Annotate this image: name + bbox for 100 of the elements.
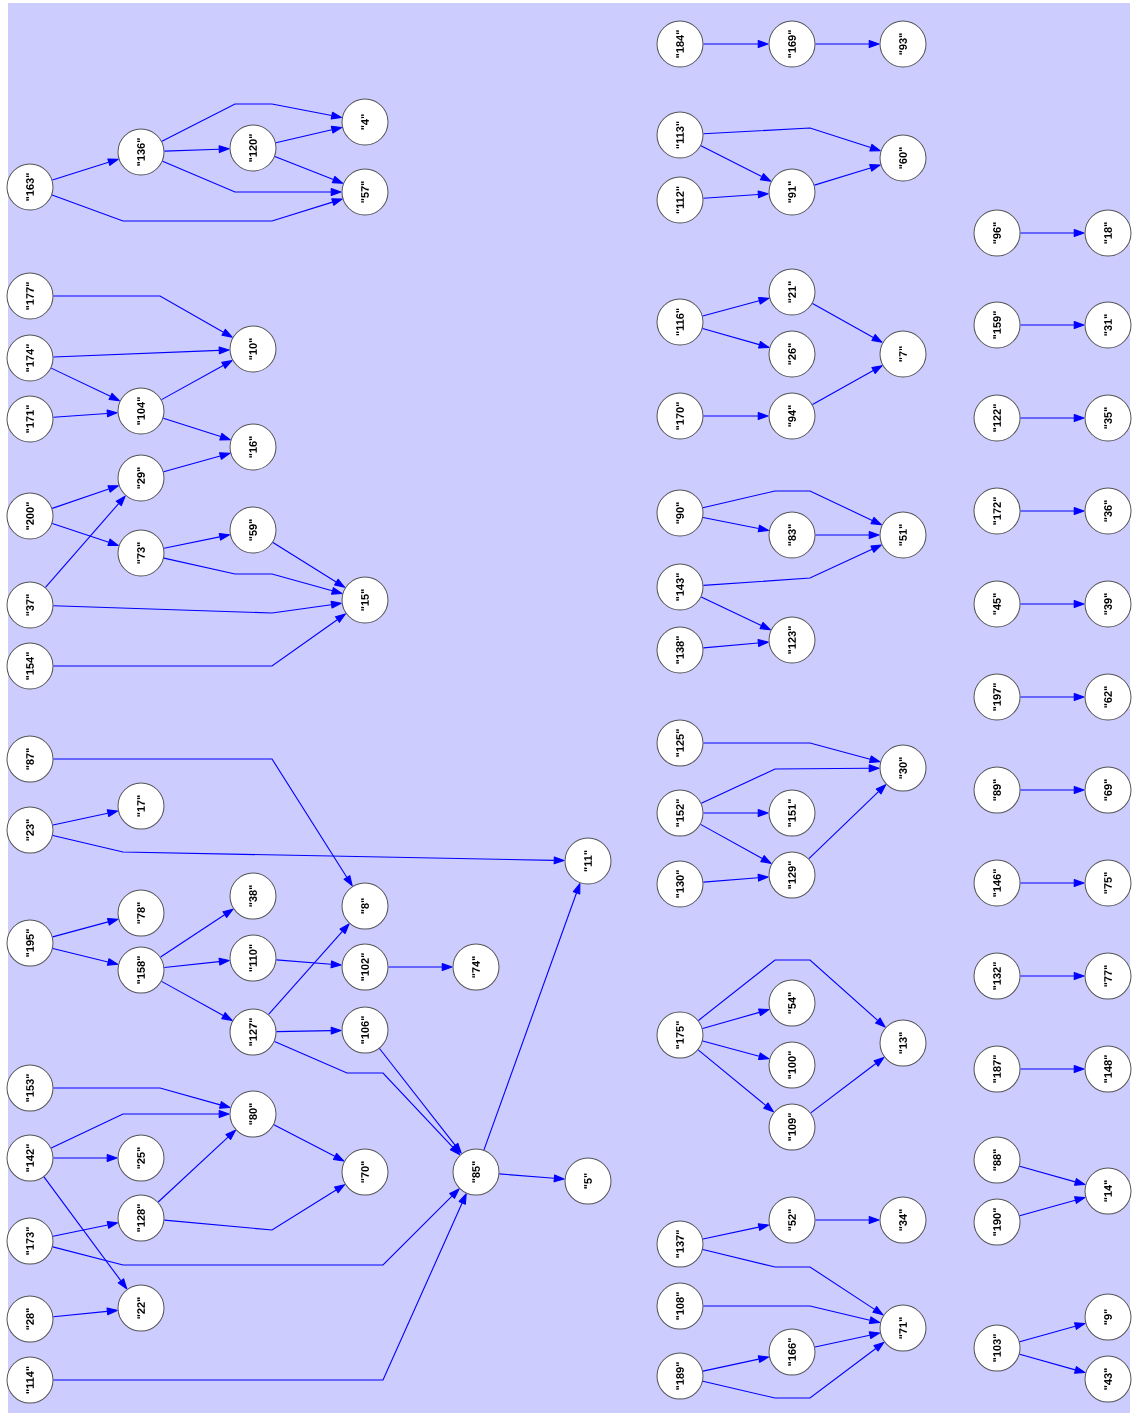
arrow bbox=[1019, 693, 1085, 701]
arrow bbox=[163, 1184, 346, 1231]
arrow bbox=[1019, 1322, 1086, 1343]
arrow bbox=[702, 639, 769, 649]
graph-node: "142" bbox=[6, 1134, 54, 1182]
graph-node: "109" bbox=[768, 1103, 816, 1151]
arrow bbox=[1019, 972, 1085, 980]
arrow bbox=[44, 495, 126, 588]
arrow bbox=[702, 327, 770, 349]
arrow bbox=[163, 532, 230, 549]
arrow bbox=[814, 531, 880, 539]
arrow bbox=[702, 517, 769, 533]
graph-node: "103" bbox=[973, 1324, 1021, 1372]
arrow bbox=[162, 160, 342, 196]
graph-node: "70" bbox=[341, 1148, 389, 1196]
arrow bbox=[161, 980, 233, 1021]
graph-node: "108" bbox=[656, 1282, 704, 1330]
graph-node: "113" bbox=[656, 111, 704, 159]
arrow bbox=[813, 164, 881, 186]
arrow bbox=[812, 302, 883, 343]
graph-node: "136" bbox=[117, 128, 165, 176]
arrow bbox=[378, 1047, 462, 1154]
arrow bbox=[52, 1188, 460, 1266]
arrow bbox=[52, 409, 118, 418]
arrow bbox=[52, 1193, 467, 1381]
arrow bbox=[163, 957, 230, 969]
arrow bbox=[702, 40, 769, 48]
graph-node: "39" bbox=[1084, 580, 1132, 628]
arrow bbox=[702, 1008, 770, 1030]
graph-node: "4" bbox=[341, 98, 389, 146]
graph-node: "88" bbox=[973, 1136, 1021, 1184]
graph-node: "16" bbox=[229, 423, 277, 471]
graph-node: "15" bbox=[341, 576, 389, 624]
arrow bbox=[483, 883, 581, 1151]
arrow bbox=[808, 784, 887, 860]
graph-node: "30" bbox=[879, 744, 927, 792]
graph-node: "89" bbox=[973, 766, 1021, 814]
graph-node: "197" bbox=[973, 673, 1021, 721]
arrow bbox=[52, 295, 233, 338]
graph-node: "35" bbox=[1084, 394, 1132, 442]
arrow bbox=[702, 544, 882, 586]
arrow bbox=[52, 834, 565, 865]
graph-node: "190" bbox=[973, 1198, 1021, 1246]
graph-node: "125" bbox=[656, 719, 704, 767]
graph-node: "57" bbox=[341, 168, 389, 216]
graph-node: "195" bbox=[6, 919, 54, 967]
arrow bbox=[52, 346, 230, 358]
graph-node: "128" bbox=[117, 1194, 165, 1242]
arrow bbox=[272, 541, 346, 588]
graph-node: "110" bbox=[229, 934, 277, 982]
arrow bbox=[702, 1223, 770, 1240]
graph-node: "77" bbox=[1084, 952, 1132, 1000]
graph-node: "130" bbox=[656, 860, 704, 908]
node-label: "114" bbox=[26, 1366, 34, 1394]
arrow bbox=[1019, 321, 1085, 329]
graph-node: "189" bbox=[656, 1352, 704, 1400]
graph-node: "91" bbox=[768, 168, 816, 216]
graph-node: "11" bbox=[564, 837, 612, 885]
arrow bbox=[52, 948, 119, 966]
arrow bbox=[275, 959, 342, 969]
graph-node: "100" bbox=[768, 1041, 816, 1089]
graph-node: "73" bbox=[117, 529, 165, 577]
graph-node: "129" bbox=[768, 851, 816, 899]
graph-node: "5" bbox=[564, 1157, 612, 1205]
graph-node: "171" bbox=[6, 395, 54, 443]
arrow bbox=[700, 145, 772, 182]
arrow bbox=[700, 596, 771, 631]
arrow bbox=[1019, 600, 1085, 608]
arrow bbox=[52, 1087, 231, 1109]
graph-node: "90" bbox=[656, 489, 704, 537]
graph-node: "28" bbox=[6, 1295, 54, 1343]
arrow bbox=[1019, 414, 1085, 422]
arrow bbox=[702, 1040, 770, 1061]
graph-node: "93" bbox=[879, 20, 927, 68]
graph-node: "8" bbox=[341, 882, 389, 930]
graph-node: "116" bbox=[656, 298, 704, 346]
graph-node: "80" bbox=[229, 1090, 277, 1138]
graph-node: "173" bbox=[6, 1217, 54, 1265]
arrow bbox=[43, 1176, 128, 1290]
graph-node: "31" bbox=[1084, 301, 1132, 349]
arrow bbox=[702, 1249, 884, 1316]
arrow bbox=[702, 296, 770, 317]
graph-node: "187" bbox=[973, 1045, 1021, 1093]
graph-node: "96" bbox=[973, 209, 1021, 257]
arrow bbox=[52, 600, 342, 614]
graph-node: "148" bbox=[1084, 1045, 1132, 1093]
graph-node: "174" bbox=[6, 334, 54, 382]
graph-node: "158" bbox=[117, 946, 165, 994]
arrow bbox=[702, 1341, 885, 1399]
arrow bbox=[702, 1305, 881, 1325]
graph-node: "87" bbox=[6, 735, 54, 783]
graph-node: "37" bbox=[6, 581, 54, 629]
arrow bbox=[275, 1026, 342, 1035]
graph-node: "175" bbox=[656, 1011, 704, 1059]
graph-node: "85" bbox=[452, 1148, 500, 1196]
arrow bbox=[702, 490, 882, 526]
arrow bbox=[52, 758, 353, 887]
graph-node: "7" bbox=[879, 330, 927, 378]
arrow bbox=[814, 1216, 880, 1224]
graph-node: "132" bbox=[973, 952, 1021, 1000]
